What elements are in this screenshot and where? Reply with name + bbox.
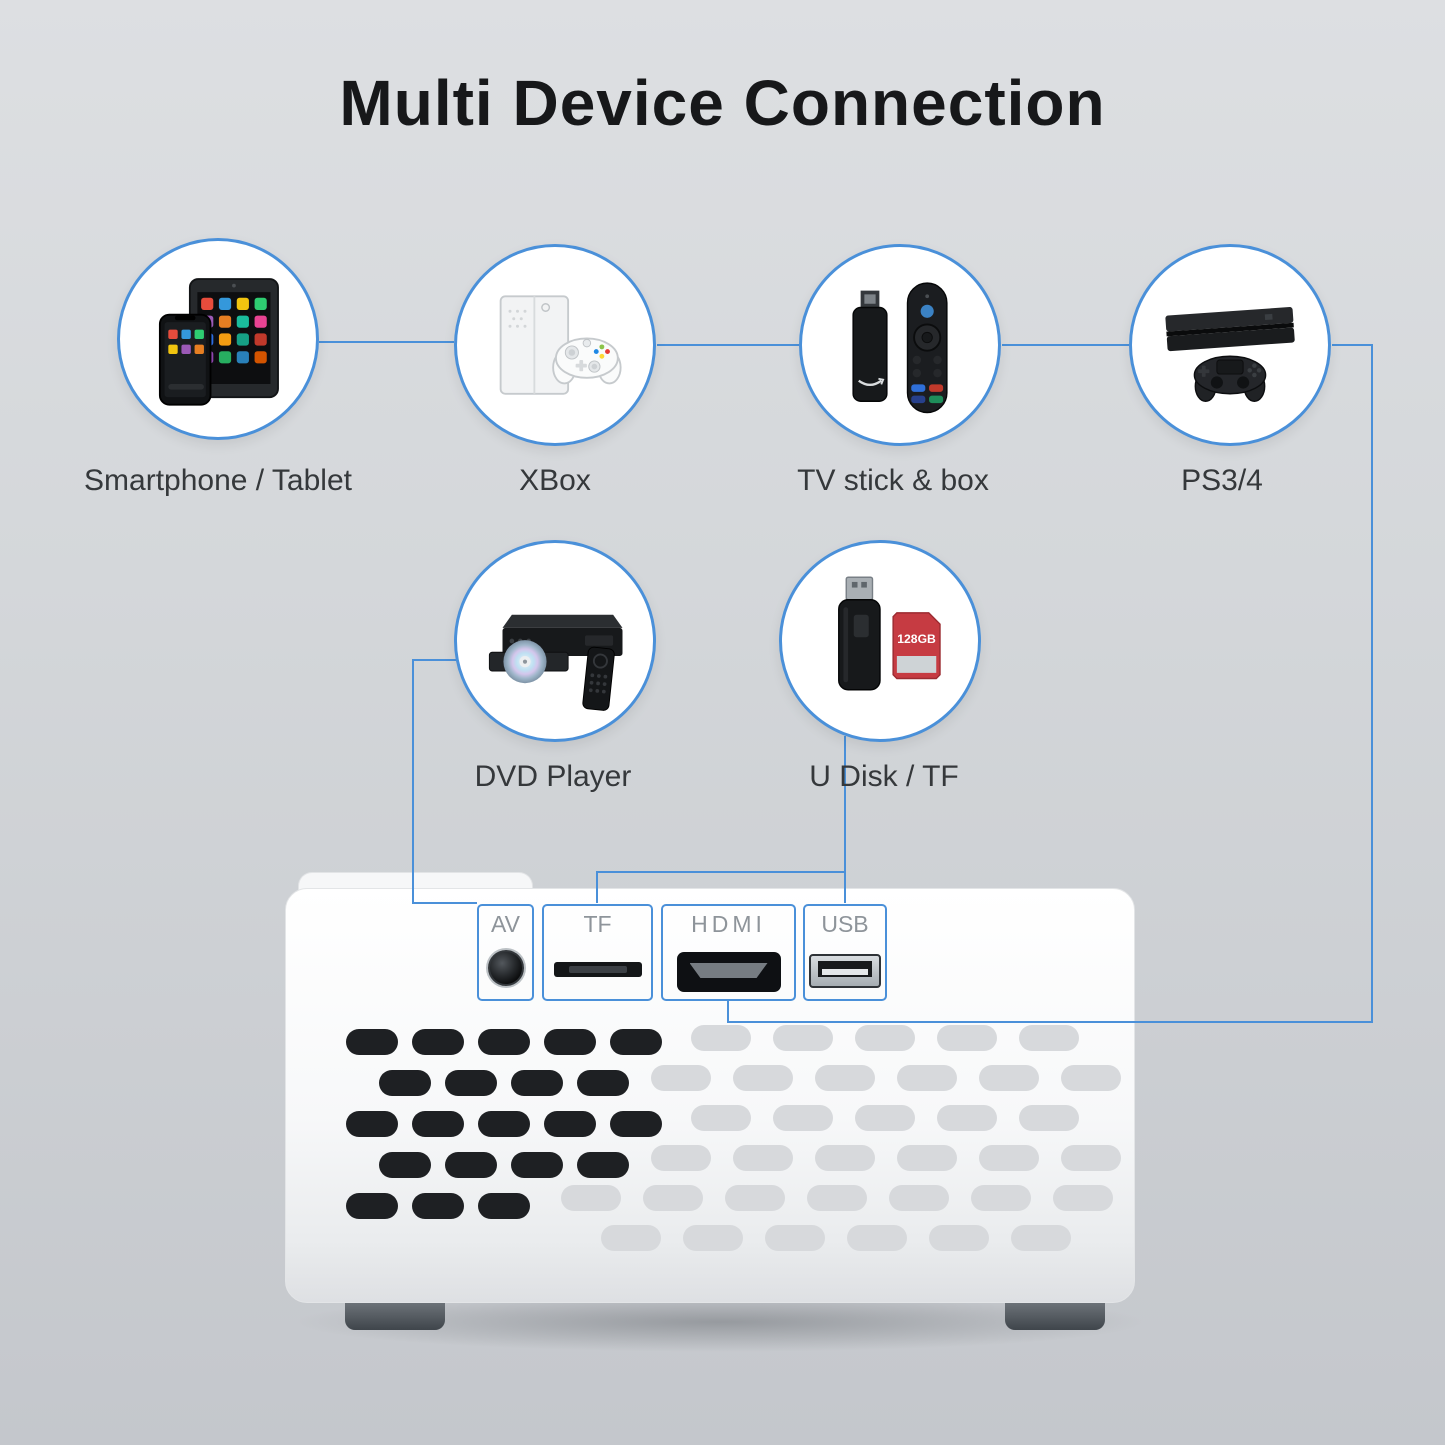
sd-card-capacity: 128GB	[897, 632, 936, 646]
vent-slot	[773, 1105, 833, 1131]
vent-slot	[412, 1111, 464, 1137]
vent-slot	[1061, 1145, 1121, 1171]
port-box-usb: USB	[803, 904, 887, 1001]
vent-slot	[412, 1029, 464, 1055]
vent-slot	[897, 1065, 957, 1091]
device-label-xbox: XBox	[519, 464, 591, 497]
vent-slot	[847, 1225, 907, 1251]
micro-sd-card: 128GB	[892, 612, 941, 680]
vent-slot	[511, 1152, 563, 1178]
vent-slot	[478, 1029, 530, 1055]
vent-slot	[651, 1145, 711, 1171]
ps4-console	[1165, 307, 1295, 352]
device-circle-smartphone-tablet	[117, 238, 319, 440]
device-circle-udisk-tf: 128GB	[779, 540, 981, 742]
ps4-controller	[1193, 355, 1267, 402]
vent-slot	[610, 1029, 662, 1055]
vent-slot	[683, 1225, 743, 1251]
vent-slot	[971, 1185, 1031, 1211]
vent-slot	[643, 1185, 703, 1211]
vent-slot	[1011, 1225, 1071, 1251]
port-box-hdmi: HDMI	[661, 904, 796, 1001]
port-label-tf: TF	[583, 911, 612, 937]
connector-line-dvd-to-av	[412, 659, 477, 904]
vent-slot	[577, 1070, 629, 1096]
vent-slot	[412, 1193, 464, 1219]
udisk-tf-icon: 128GB	[838, 576, 941, 691]
vent-slot	[544, 1029, 596, 1055]
vent-slot	[765, 1225, 825, 1251]
vent-slot	[979, 1065, 1039, 1091]
vent-slot	[773, 1025, 833, 1051]
vent-slot	[577, 1152, 629, 1178]
vent-slot	[561, 1185, 621, 1211]
vent-slot	[733, 1065, 793, 1091]
vent-slot	[379, 1152, 431, 1178]
vent-slot	[897, 1145, 957, 1171]
vent-slot	[733, 1145, 793, 1171]
tf-card-slot	[553, 962, 642, 977]
tv-stick-icon	[852, 282, 948, 414]
vent-slot	[346, 1111, 398, 1137]
xbox-controller	[552, 337, 622, 385]
vent-slot	[691, 1025, 751, 1051]
vent-slot	[511, 1070, 563, 1096]
vent-slot	[544, 1111, 596, 1137]
port-label-hdmi: HDMI	[691, 911, 766, 937]
vent-slot	[855, 1105, 915, 1131]
port-box-av: AV	[477, 904, 534, 1001]
page-title: Multi Device Connection	[339, 67, 1106, 139]
vent-slot	[651, 1065, 711, 1091]
vent-slot	[855, 1025, 915, 1051]
vent-slot	[1061, 1065, 1121, 1091]
vent-slot	[815, 1145, 875, 1171]
vent-slot	[1019, 1105, 1079, 1131]
device-circle-xbox	[454, 244, 656, 446]
vent-slot	[889, 1185, 949, 1211]
vent-slot	[691, 1105, 751, 1131]
vent-slot	[445, 1152, 497, 1178]
hdmi-port	[676, 952, 781, 992]
vent-slot	[725, 1185, 785, 1211]
vent-slot	[929, 1225, 989, 1251]
vent-slot	[346, 1029, 398, 1055]
port-label-av: AV	[491, 911, 520, 937]
vent-slot	[979, 1145, 1039, 1171]
device-label-tv-stick: TV stick & box	[797, 464, 989, 497]
device-circle-tv-stick	[799, 244, 1001, 446]
dvd-player-icon	[488, 614, 623, 711]
vent-slot	[379, 1070, 431, 1096]
vent-slot	[610, 1111, 662, 1137]
vent-slot	[445, 1070, 497, 1096]
device-label-ps34: PS3/4	[1181, 464, 1263, 497]
vent-slot	[1019, 1025, 1079, 1051]
tablet-app-grid	[201, 297, 267, 364]
vent-slot	[1053, 1185, 1113, 1211]
port-box-tf: TF	[542, 904, 653, 1001]
vent-slot	[807, 1185, 867, 1211]
vent-slot	[601, 1225, 661, 1251]
usb-port	[809, 954, 881, 988]
device-label-smartphone-tablet: Smartphone / Tablet	[84, 464, 352, 497]
smartphone-tablet-icon	[158, 278, 279, 406]
vent-slot	[346, 1193, 398, 1219]
device-label-dvd-player: DVD Player	[474, 760, 632, 793]
av-jack	[487, 950, 524, 986]
streaming-stick	[852, 306, 888, 402]
xbox-icon	[499, 295, 622, 395]
device-circle-dvd-player	[454, 540, 656, 742]
vent-slot	[937, 1105, 997, 1131]
phone-app-grid	[168, 329, 204, 390]
vent-slot	[478, 1111, 530, 1137]
vent-slot	[478, 1193, 530, 1219]
vent-slot	[815, 1065, 875, 1091]
port-label-usb: USB	[821, 911, 869, 937]
ps4-icon	[1165, 307, 1295, 402]
device-circle-ps34	[1129, 244, 1331, 446]
vent-slot	[937, 1025, 997, 1051]
dvd-remote	[582, 646, 615, 711]
device-label-udisk-tf: U Disk / TF	[809, 760, 959, 793]
projector-body: AV TF HDMI USB	[285, 888, 1135, 1303]
